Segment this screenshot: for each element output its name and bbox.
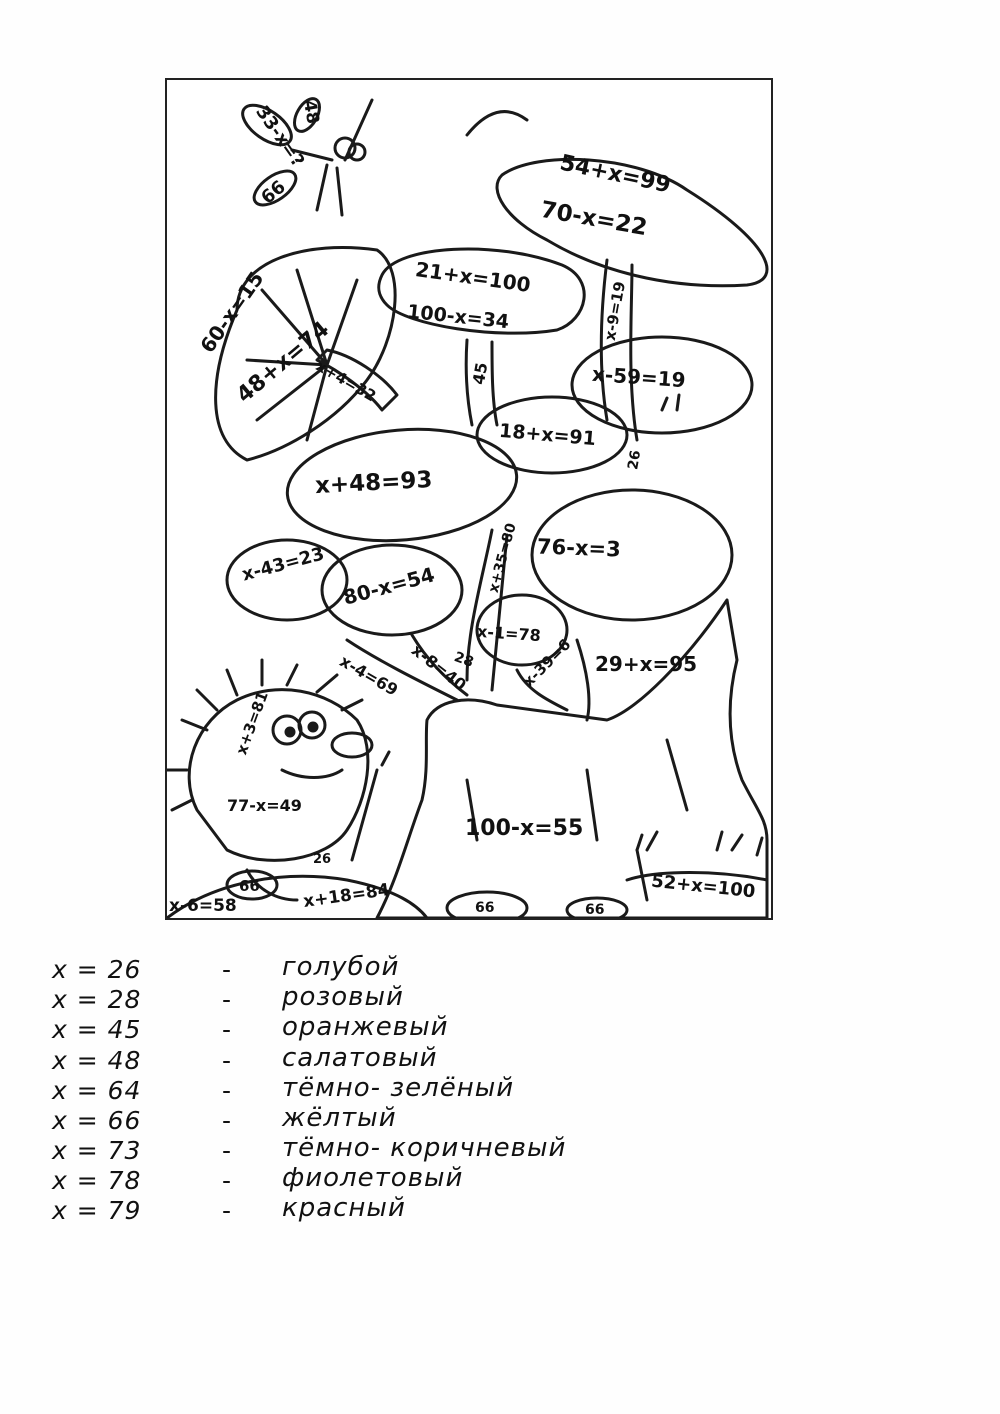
legend-value: x = 45: [52, 1015, 142, 1044]
equation-stem-2: 45: [468, 360, 492, 387]
mushroom-left-large-drawing: [214, 246, 399, 462]
mushroom-center-small-drawing: [320, 543, 464, 637]
legend-color-name: жёлтый: [282, 1103, 397, 1133]
legend-dash: -: [222, 1106, 232, 1135]
equation-ground-1: 66: [239, 877, 260, 895]
legend-color-name: оранжевый: [282, 1012, 449, 1042]
legend-value: x = 79: [52, 1196, 142, 1225]
legend-value: x = 48: [52, 1046, 142, 1075]
mushroom-stems-drawing: [345, 528, 591, 722]
legend-value: x = 26: [52, 955, 142, 984]
legend-color-name: фиолетовый: [282, 1163, 464, 1193]
equation-stump-1: 100-x=55: [465, 816, 584, 841]
equation-ground-4: 66: [475, 900, 495, 916]
coloring-picture: 33-x=? 48 66 54+x=99 70-x=22 21+x=100 10…: [165, 78, 773, 920]
legend-color-name: красный: [282, 1193, 406, 1223]
legend-color-name: розовый: [282, 982, 404, 1012]
mushroom-scene-drawing: [167, 97, 769, 918]
equation-cap-11: 76-x=3: [536, 534, 622, 562]
mushroom-top-middle-drawing: [377, 247, 586, 427]
legend-dash: -: [222, 1015, 232, 1044]
stump-drawing: [375, 598, 769, 918]
equation-mosquito-2: 48: [298, 98, 323, 126]
equation-ground-5: 66: [585, 902, 605, 918]
legend-dash: -: [222, 1166, 232, 1195]
legend-color-name: тёмно- коричневый: [282, 1133, 567, 1163]
legend-value: x = 78: [52, 1166, 142, 1195]
legend-color-name: голубой: [282, 952, 400, 982]
legend-value: x = 66: [52, 1106, 142, 1135]
mushroom-tiny-drawing: [475, 593, 569, 667]
mushroom-tall-drawing: [495, 157, 769, 442]
legend-color-name: тёмно- зелёный: [282, 1073, 515, 1103]
legend-dash: -: [222, 1076, 232, 1105]
legend-value: x = 28: [52, 985, 142, 1014]
legend-dash: -: [222, 1136, 232, 1165]
legend-dash: -: [222, 985, 232, 1014]
mushroom-middle-small-drawing: [475, 395, 629, 475]
legend-dash: -: [222, 1196, 232, 1225]
legend-color-name: салатовый: [282, 1043, 438, 1073]
mushroom-center-big-drawing: [285, 427, 519, 543]
mushroom-right-oval-drawing: [570, 335, 754, 435]
equation-ground-2: x-6=58: [169, 896, 237, 916]
equation-hedgehog-3: 26: [313, 852, 332, 867]
equation-grass-1: 29+x=95: [595, 652, 698, 676]
equation-hedgehog-2: 77-x=49: [227, 796, 302, 815]
legend-value: x = 73: [52, 1136, 142, 1165]
legend-value: x = 64: [52, 1076, 142, 1105]
mosquito-drawing: [241, 97, 374, 217]
legend-dash: -: [222, 1046, 232, 1075]
hedgehog-drawing: [167, 658, 391, 902]
mushroom-right-big-drawing: [530, 488, 734, 622]
equation-stem-3: 26: [625, 449, 645, 471]
mushroom-left-small-drawing: [225, 538, 349, 622]
ground-drawing: [167, 110, 769, 918]
legend-dash: -: [222, 955, 232, 984]
